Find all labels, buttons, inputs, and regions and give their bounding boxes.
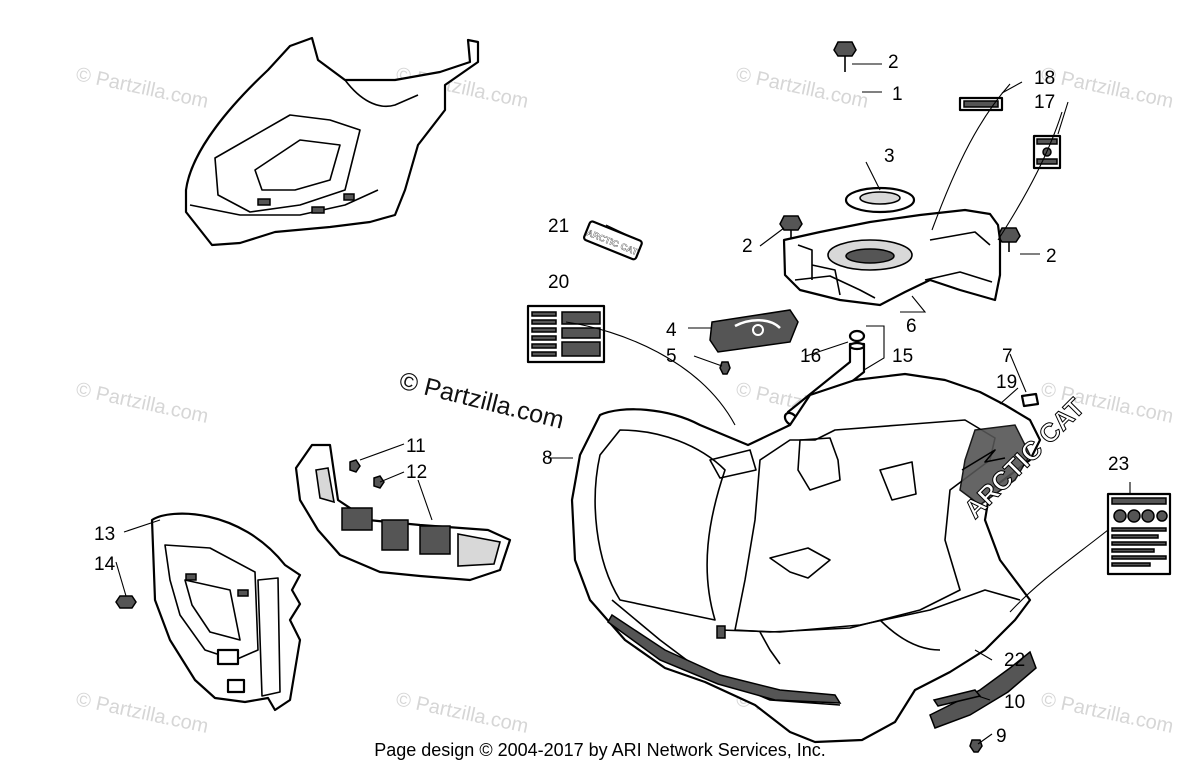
callout-labels: 1 2 2 2 3 4 5 6 7 8 9 10 11 12 13 14 15 … [94, 52, 1129, 747]
callout-17: 17 [1034, 92, 1055, 113]
callout-4: 4 [666, 320, 677, 341]
watermark: © Partzilla.com [1039, 688, 1175, 738]
callout-2-left: 2 [742, 236, 753, 257]
part-8-front-fender[interactable]: ARCTIC CAT [570, 372, 1091, 744]
callout-12: 12 [406, 462, 427, 483]
part-3-grommet[interactable] [844, 186, 916, 214]
callout-20: 20 [548, 272, 569, 293]
part-20-label-sheet[interactable] [526, 304, 606, 364]
watermark: © Partzilla.com [1039, 63, 1175, 113]
part-21-seat-badge[interactable]: ARCTIC CAT [583, 220, 643, 261]
callout-16: 16 [800, 346, 821, 367]
callout-9: 9 [996, 726, 1007, 747]
callout-21: 21 [548, 216, 569, 237]
callout-14: 14 [94, 554, 116, 575]
callout-22: 22 [1004, 650, 1025, 671]
callout-1: 1 [892, 84, 903, 105]
callout-6: 6 [906, 316, 917, 337]
callout-18: 18 [1034, 68, 1055, 89]
part-6-storage-panel[interactable] [782, 208, 1002, 307]
part-23-warning-decal[interactable] [1106, 492, 1172, 576]
callout-11: 11 [406, 436, 426, 457]
callout-3: 3 [884, 146, 895, 167]
watermark: © Partzilla.com [74, 63, 210, 113]
part-12-grille[interactable] [294, 443, 512, 582]
part-2-bolt-right[interactable] [997, 227, 1021, 252]
callout-5: 5 [666, 346, 677, 367]
callout-13: 13 [94, 524, 115, 545]
part-11-screw-upper[interactable] [349, 459, 361, 473]
callout-7: 7 [1002, 346, 1013, 367]
part-18-decal[interactable] [958, 96, 1004, 112]
part-4-emblem[interactable] [709, 309, 799, 353]
callout-19: 19 [996, 372, 1017, 393]
main-watermark: © Partzilla.com [397, 367, 567, 435]
part-14-screw[interactable] [115, 595, 137, 609]
part-19-fender-decal[interactable] [961, 449, 1006, 471]
callout-8: 8 [542, 448, 553, 469]
leader-lines [115, 63, 1131, 745]
part-7-clip[interactable] [1020, 392, 1040, 408]
watermark: © Partzilla.com [734, 63, 870, 113]
callout-10: 10 [1004, 692, 1025, 713]
part-11-screw-lower[interactable] [373, 475, 385, 489]
part-10-strip[interactable] [932, 689, 982, 707]
watermark: © Partzilla.com [74, 688, 210, 738]
callout-23: 23 [1108, 454, 1129, 475]
callout-15: 15 [892, 346, 913, 367]
callout-2: 2 [888, 52, 899, 73]
watermark: © Partzilla.com [74, 378, 210, 428]
part-16-cap[interactable] [848, 329, 866, 343]
page-footer: Page design © 2004-2017 by ARI Network S… [374, 740, 826, 760]
callout-2-right: 2 [1046, 246, 1057, 267]
part-2-bolt-top[interactable] [833, 41, 857, 72]
part-5-screw[interactable] [719, 361, 731, 375]
watermark: © Partzilla.com [394, 688, 530, 738]
part-13-front-bumper[interactable] [150, 512, 302, 712]
part-1-seat[interactable] [184, 36, 480, 247]
